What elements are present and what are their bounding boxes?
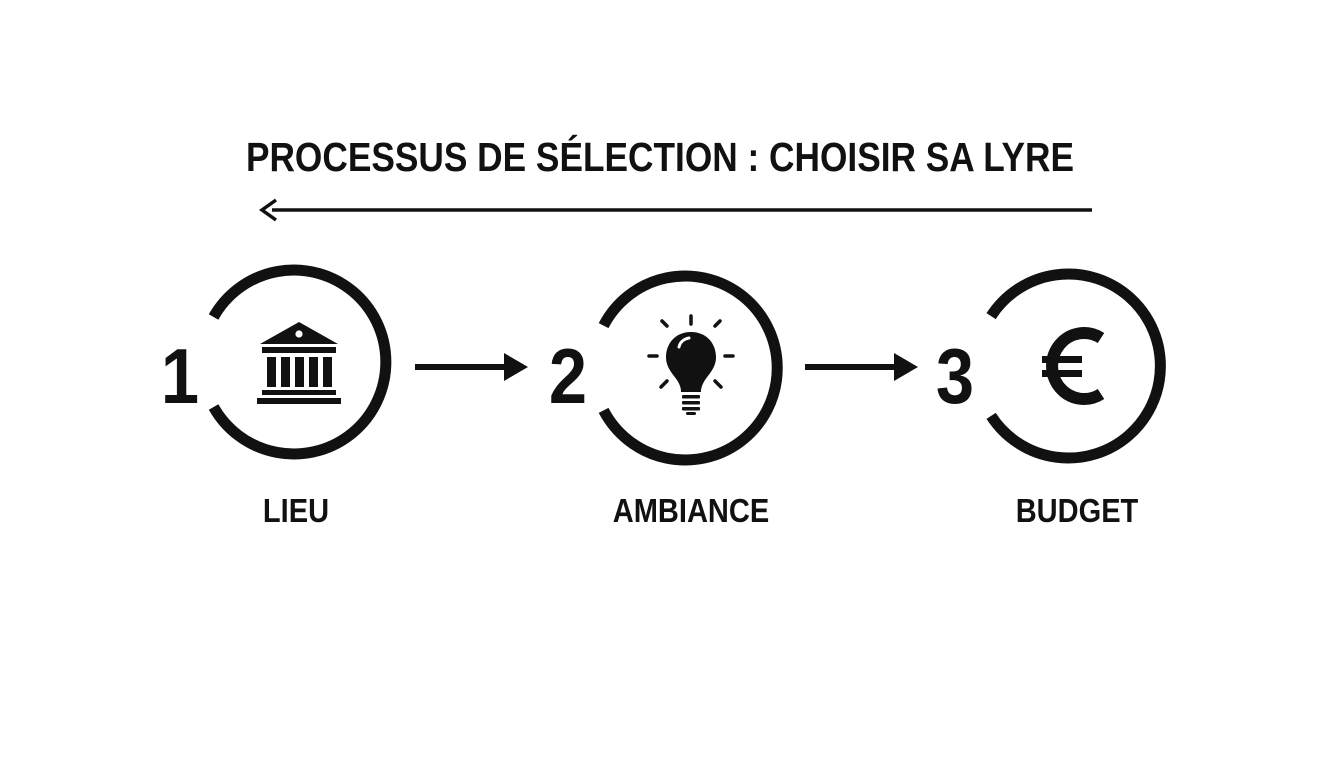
step-2-number: 2 bbox=[549, 332, 587, 420]
diagram-title: PROCESSUS DE SÉLECTION : CHOISIR SA LYRE bbox=[245, 134, 1075, 180]
step-3-label: BUDGET bbox=[1015, 492, 1139, 529]
step-1-number: 1 bbox=[161, 332, 199, 420]
step-3-ring bbox=[986, 268, 1166, 464]
arrow-2-to-3 bbox=[805, 353, 918, 381]
step-1: 1 bbox=[161, 264, 392, 460]
arrow-1-to-2 bbox=[415, 353, 528, 381]
step-1-label: LIEU bbox=[262, 492, 330, 529]
museum-building-icon bbox=[257, 322, 341, 404]
step-1-ring bbox=[208, 264, 392, 460]
step-2-ring bbox=[598, 270, 783, 466]
euro-icon bbox=[1042, 327, 1105, 405]
step-2-label: AMBIANCE bbox=[612, 492, 770, 529]
step-3: 3 bbox=[936, 268, 1166, 464]
top-arrow-left bbox=[258, 198, 1092, 222]
step-2: 2 bbox=[549, 270, 783, 466]
step-3-number: 3 bbox=[936, 332, 974, 420]
lightbulb-icon bbox=[647, 314, 735, 415]
